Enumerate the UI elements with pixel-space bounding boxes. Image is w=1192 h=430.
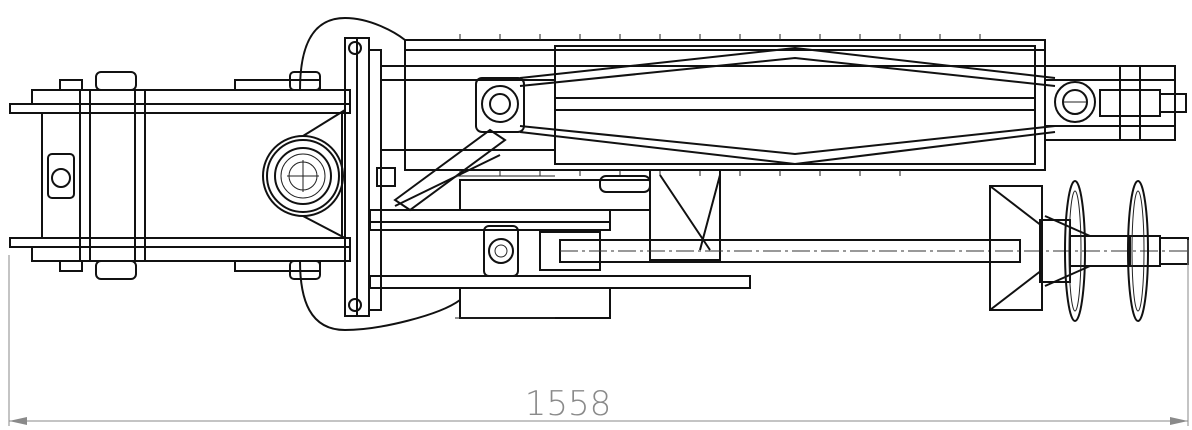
drive-shaft bbox=[559, 180, 1190, 322]
arrow-right-icon bbox=[1170, 417, 1188, 425]
arrow-left-icon bbox=[9, 417, 27, 425]
hydraulic-cylinder bbox=[380, 34, 1187, 176]
mounting-plate bbox=[299, 16, 461, 332]
left-clevis-assembly bbox=[9, 71, 351, 280]
dimension-value: 1558 bbox=[525, 384, 612, 424]
linkage bbox=[369, 128, 751, 319]
overall-length-dimension: 1558 bbox=[8, 240, 1189, 426]
